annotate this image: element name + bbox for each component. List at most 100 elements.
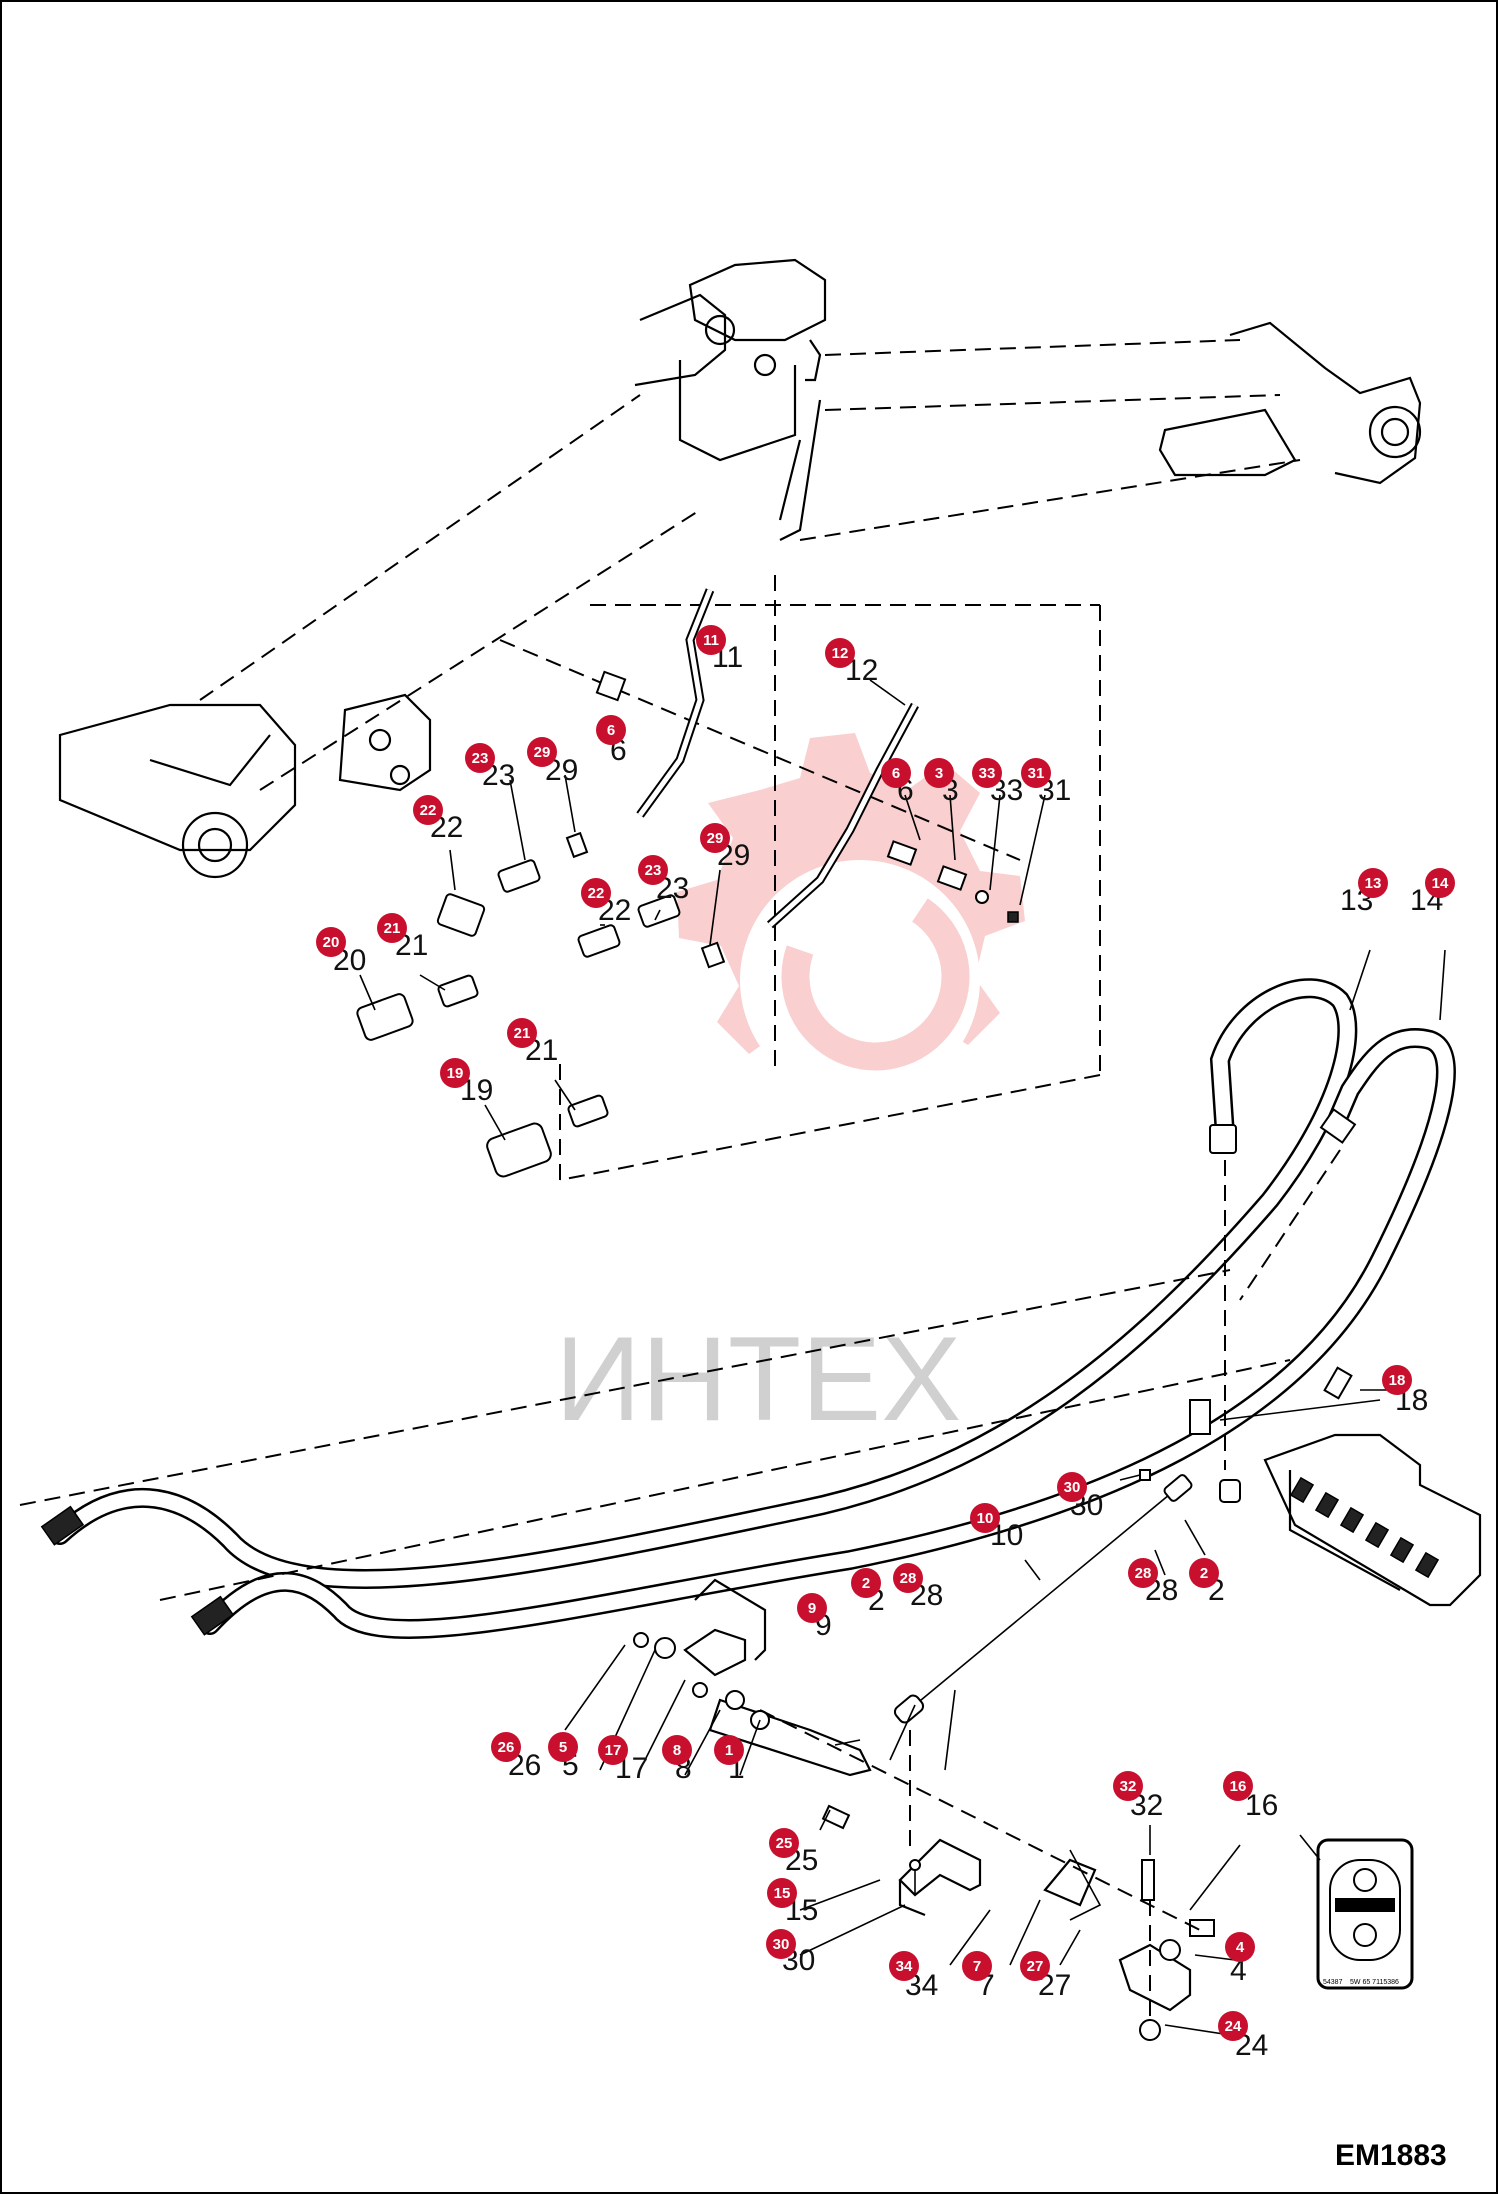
callout-badge-label: 28 [900,1570,917,1587]
callout-badge-label: 6 [607,722,615,739]
callout-badge-label: 2 [862,1575,870,1592]
callout-badge [507,1018,537,1048]
callout-badge-label: 21 [514,1025,531,1042]
callout-badge [548,1732,578,1762]
callout-badge [1225,1932,1255,1962]
callout-badge-label: 33 [979,765,996,782]
callout-badge-label: 18 [1389,1372,1406,1389]
callout-badge [377,913,407,943]
callout-badge-label: 22 [420,802,437,819]
callout-badge-label: 24 [1225,2018,1242,2035]
callout-badge-label: 26 [498,1739,515,1756]
diagram-code: EM1883 [1335,2139,1447,2172]
callout-badge-label: 27 [1027,1958,1044,1975]
callout-badge-label: 2 [1200,1565,1208,1582]
callout-badge-label: 32 [1120,1778,1137,1795]
callout-badge [700,823,730,853]
callout-badge-label: 5 [559,1739,567,1756]
callout-badge-label: 8 [673,1742,681,1759]
callout-badge-label: 1 [725,1742,733,1759]
callout-badge [465,743,495,773]
fittings [356,670,1019,1178]
callout-badge [970,1503,1000,1533]
callout-badge [767,1878,797,1908]
callout-badge [638,855,668,885]
callout-badge [1113,1771,1143,1801]
callout-label: 16 [1245,1789,1278,1822]
callout-badge [851,1568,881,1598]
callout-badge [596,715,626,745]
decal-code: 5W 65 7115386 [1350,1979,1399,1986]
callout-badge-label: 34 [896,1958,913,1975]
callout-label: 4 [1230,1954,1247,1987]
callout-badge-label: 19 [447,1065,464,1082]
callout-badge-label: 14 [1432,875,1449,892]
fittings-group-box [499,575,1101,1181]
callout-badge [527,737,557,767]
callout-badge-label: 21 [384,920,401,937]
decal-16: 54387 5W 65 7115386 [1316,1838,1414,1990]
callouts: 11 11 6 6 12 12 6 6 3 3 33 33 31 31 23 2… [316,625,1455,2062]
callout-badge [1223,1771,1253,1801]
callout-badge-label: 12 [832,645,849,662]
callout-badge-label: 31 [1028,765,1045,782]
callout-badge [924,758,954,788]
callout-badge-label: 10 [977,1510,994,1527]
watermark-gear-icon [677,733,1025,1100]
callout-badge [413,795,443,825]
leader-lines-upper [359,679,1046,1141]
callout-badge [316,927,346,957]
callout-badge [893,1563,923,1593]
callout-badge [1021,758,1051,788]
callout-badge [440,1058,470,1088]
callout-badge [714,1735,744,1765]
callout-badge [825,638,855,668]
callout-badge [766,1929,796,1959]
callout-badge [1128,1558,1158,1588]
callout-badge [491,1732,521,1762]
callout-badge-label: 29 [534,744,551,761]
callout-badge [581,878,611,908]
callout-badge [769,1828,799,1858]
callout-badge [972,758,1002,788]
callout-badge [662,1735,692,1765]
callout-badge-label: 28 [1135,1565,1152,1582]
callout-badge-label: 11 [703,632,719,649]
callout-badge-label: 3 [935,765,943,782]
callout-badge-label: 23 [472,750,489,767]
callout-badge-label: 29 [707,830,724,847]
lift-arm-drawing [58,258,1422,879]
callout-badge-label: 6 [892,765,900,782]
callout-badge [881,758,911,788]
callout-badge [1425,868,1455,898]
steel-tubes [636,588,919,929]
callout-badge [797,1593,827,1623]
control-valve-drawing [1189,1366,1482,1607]
callout-badge-label: 22 [588,885,605,902]
callout-badge-label: 7 [973,1958,981,1975]
callout-badge [1057,1472,1087,1502]
callout-badge [1358,868,1388,898]
callout-badge [696,625,726,655]
callout-badge-label: 17 [605,1742,622,1759]
callout-badge-label: 20 [323,934,340,951]
callout-badge [1218,2011,1248,2041]
callout-badge [598,1735,628,1765]
callout-badge-label: 30 [1064,1479,1081,1496]
callout-badge [1382,1365,1412,1395]
callout-badge [1020,1951,1050,1981]
callout-badge-label: 16 [1230,1778,1247,1795]
callout-badge [889,1951,919,1981]
callout-badge-label: 4 [1236,1939,1245,1956]
callout-badge-label: 15 [774,1885,791,1902]
decal-part-number: 54387 [1323,1979,1343,1986]
callout-badge [962,1951,992,1981]
callout-badge-label: 13 [1365,875,1382,892]
watermark-text: ИНТЕХ [555,1312,961,1446]
callout-badge-label: 30 [773,1936,790,1953]
callout-badge-label: 9 [808,1600,816,1617]
callout-badge-label: 25 [776,1835,793,1852]
callout-badge [1189,1558,1219,1588]
